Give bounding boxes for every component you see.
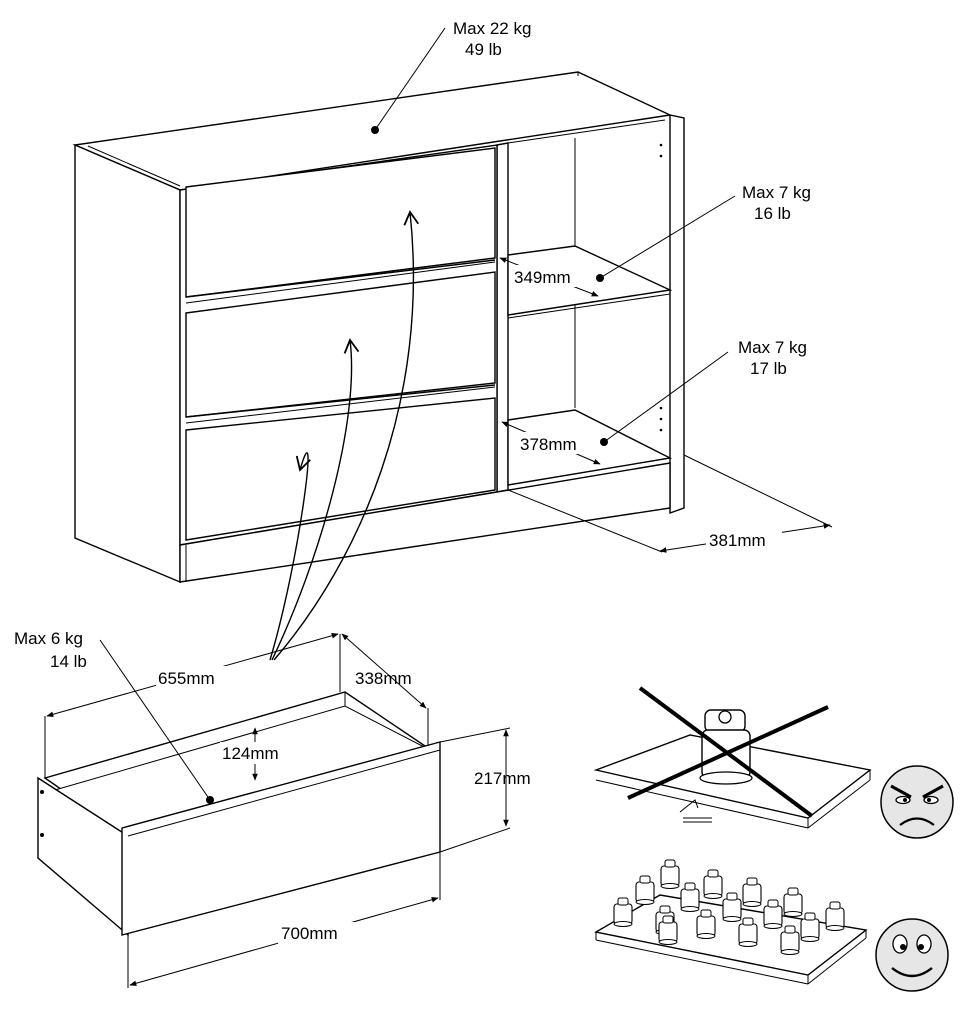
lower-shelf-annotation: Max 7 kg 17 lb 378mm	[501, 338, 807, 465]
angry-face-icon	[880, 765, 954, 839]
smiling-face-icon	[875, 918, 949, 992]
small-weight-icon	[738, 917, 758, 947]
small-weight-icon	[660, 859, 680, 889]
single-heavy-weight-icon	[593, 686, 872, 829]
small-weight-icon	[680, 882, 700, 912]
drawer-front-height-label: 217mm	[474, 769, 531, 788]
cabinet-depth-label: 381mm	[709, 531, 766, 550]
upper-shelf-lb-label: 16 lb	[754, 204, 791, 223]
drawer-drawing	[37, 691, 441, 937]
small-weight-icon	[825, 901, 845, 931]
drawer-inner-height-label: 124mm	[222, 744, 279, 763]
small-weight-icon	[613, 897, 633, 927]
drawer-front-width-label: 700mm	[281, 924, 338, 943]
small-weight-icon	[722, 892, 742, 922]
small-weight-icon	[763, 899, 783, 929]
small-weight-icon	[635, 875, 655, 905]
lower-shelf-kg-label: Max 7 kg	[738, 338, 807, 357]
upper-shelf-annotation: Max 7 kg 16 lb 349mm	[499, 183, 811, 297]
cabinet-drawing	[72, 71, 685, 584]
small-weight-icon	[783, 887, 803, 917]
upper-shelf-depth-label: 349mm	[514, 268, 571, 287]
top-load-lb-label: 49 lb	[465, 40, 502, 59]
drawer-insert-arrows	[269, 210, 420, 661]
small-weight-icon	[696, 909, 716, 939]
small-weight-icon	[742, 877, 762, 907]
drawer-load-kg-label: Max 6 kg	[14, 629, 83, 648]
drawer-dimensions: 655mm 338mm 124mm 217mm 700mm	[44, 633, 531, 988]
small-weight-icon	[800, 912, 820, 942]
top-load-kg-label: Max 22 kg	[453, 19, 531, 38]
lower-shelf-lb-label: 17 lb	[750, 359, 787, 378]
small-weight-icon	[780, 925, 800, 955]
cabinet-depth-dimension: 381mm	[507, 454, 833, 553]
drawer-load-lb-label: 14 lb	[50, 652, 87, 671]
distributed-weights-icon	[594, 859, 868, 985]
drawer-inner-width-label: 655mm	[158, 669, 215, 688]
drawer-inner-depth-label: 338mm	[355, 669, 412, 688]
small-weight-icon	[703, 869, 723, 899]
small-weight-icon	[658, 915, 678, 945]
top-load-annotation: Max 22 kg 49 lb	[371, 19, 531, 134]
lower-shelf-depth-label: 378mm	[520, 435, 577, 454]
upper-shelf-kg-label: Max 7 kg	[742, 183, 811, 202]
